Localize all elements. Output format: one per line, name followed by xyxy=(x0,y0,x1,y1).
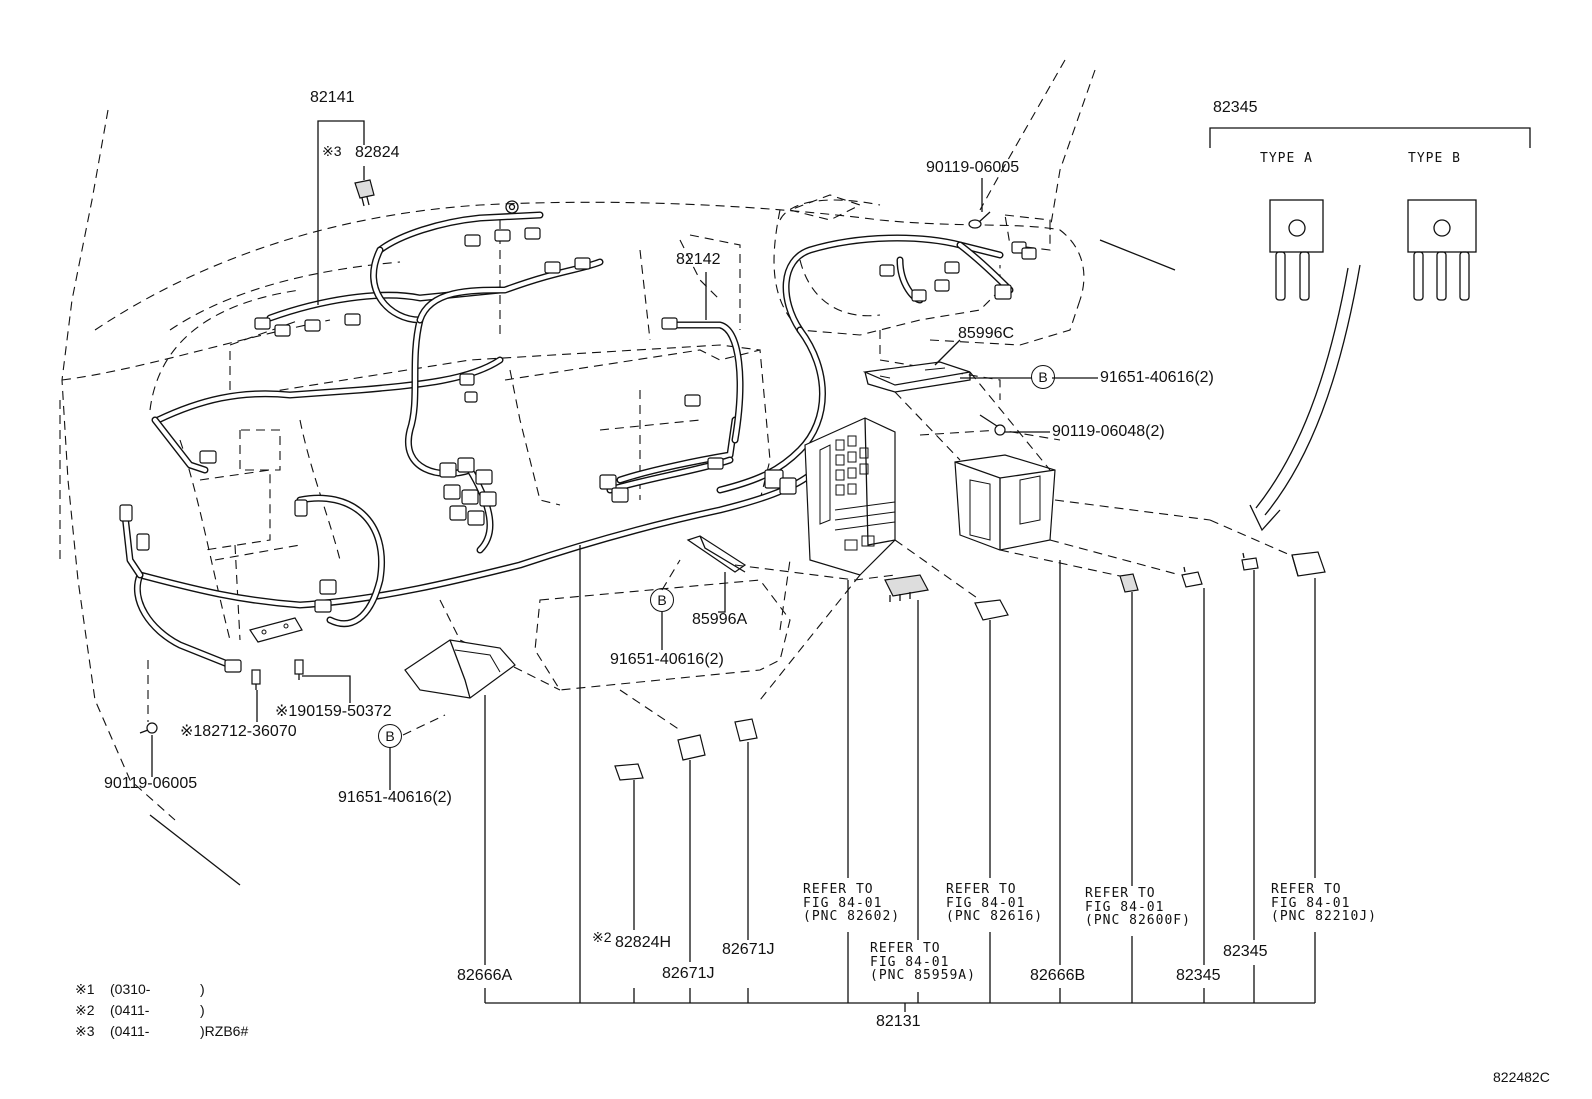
label-91651-left: 91651-40616(2) xyxy=(338,789,452,806)
label-90159-50372: ※190159-50372 xyxy=(275,703,392,720)
clip-82824-part xyxy=(354,179,375,207)
footnote-2-from: (0411- xyxy=(110,1002,150,1018)
refer-note-82600F: REFER TO FIG 84-01 (PNC 82600F) xyxy=(1085,886,1191,929)
label-82131: 82131 xyxy=(876,1013,921,1030)
bolt-90119-06048 xyxy=(979,414,1006,436)
bracket-85996C-part xyxy=(862,344,971,393)
relay-type-a-icon xyxy=(1269,199,1324,301)
note-mark-2: ※2 xyxy=(592,929,612,945)
marker-b-mid: B xyxy=(650,588,674,612)
ecu-box xyxy=(954,454,1056,551)
harness-connectors xyxy=(119,227,1037,673)
label-82712-36070: ※182712-36070 xyxy=(180,723,297,740)
relay-type-b-icon xyxy=(1407,199,1477,301)
label-82671J-b: 82671J xyxy=(722,941,775,958)
relay-box-82666A xyxy=(404,639,516,699)
footnote-1-to: ) xyxy=(200,981,205,997)
label-82666A: 82666A xyxy=(457,967,513,984)
wire-harness-82141 xyxy=(121,211,814,669)
junction-block-82666B-area xyxy=(804,417,896,576)
label-90119-06005-left: 90119-06005 xyxy=(104,775,198,792)
label-82345-b: 82345 xyxy=(1223,943,1268,960)
relay-82210J xyxy=(1291,551,1326,577)
footnote-1-from: (0310- xyxy=(110,981,151,997)
bracket-85996A-part xyxy=(686,535,747,573)
part-82671J-a xyxy=(677,734,706,761)
bolt-90119-top xyxy=(968,211,991,229)
footnote-2-mark: ※2 xyxy=(75,1002,95,1018)
bolt-90119-left xyxy=(139,722,158,734)
refer-note-85959A: REFER TO FIG 84-01 (PNC 85959A) xyxy=(870,941,976,984)
label-91651-right: 91651-40616(2) xyxy=(1100,369,1214,386)
drawing-number: 822482C xyxy=(1493,1069,1550,1085)
leader-lines xyxy=(147,120,1531,1012)
label-82345-a: 82345 xyxy=(1176,967,1221,984)
relay-82666B xyxy=(884,574,929,602)
footnote-2-to: ) xyxy=(200,1002,205,1018)
screw-82712 xyxy=(251,669,261,690)
relay-cluster xyxy=(439,457,629,526)
label-82666B: 82666B xyxy=(1030,967,1086,984)
relay-85959A xyxy=(974,599,1009,621)
label-82824H: 82824H xyxy=(615,934,672,951)
relay-82345-b xyxy=(1241,552,1259,571)
footnote-3-to: )RZB6# xyxy=(200,1023,249,1039)
footnote-1-mark: ※1 xyxy=(75,981,95,997)
bracket-clamp-left xyxy=(249,617,303,643)
refer-note-82210J: REFER TO FIG 84-01 (PNC 82210J) xyxy=(1271,882,1377,925)
part-82671J-b xyxy=(734,718,758,742)
label-82141: 82141 xyxy=(310,89,355,106)
screw-90159 xyxy=(294,659,304,680)
marker-b-left: B xyxy=(378,724,402,748)
label-85996A: 85996A xyxy=(692,611,748,628)
marker-b-right: B xyxy=(1031,365,1055,389)
note-mark-3: ※3 xyxy=(322,143,342,159)
grommet xyxy=(505,200,519,214)
label-82824: 82824 xyxy=(355,144,400,161)
refer-note-82602: REFER TO FIG 84-01 (PNC 82602) xyxy=(803,882,901,925)
relay-82345-a xyxy=(1181,566,1203,588)
label-85996C: 85996C xyxy=(958,325,1015,342)
label-91651-mid: 91651-40616(2) xyxy=(610,651,724,668)
label-82345-group: 82345 xyxy=(1213,99,1258,116)
footnote-3-from: (0411- xyxy=(110,1023,150,1039)
label-type-a: TYPE A xyxy=(1260,151,1313,166)
refer-note-82616: REFER TO FIG 84-01 (PNC 82616) xyxy=(946,882,1044,925)
footnote-3-mark: ※3 xyxy=(75,1023,95,1039)
label-82671J-a: 82671J xyxy=(662,965,715,982)
label-90119-06048: 90119-06048(2) xyxy=(1052,423,1165,440)
arrow-icon xyxy=(1249,264,1361,532)
relay-82600F xyxy=(1119,573,1139,593)
label-90119-06005-top: 90119-06005 xyxy=(926,159,1020,176)
label-type-b: TYPE B xyxy=(1408,151,1461,166)
part-82824H xyxy=(614,763,644,781)
label-82142: 82142 xyxy=(676,251,721,268)
